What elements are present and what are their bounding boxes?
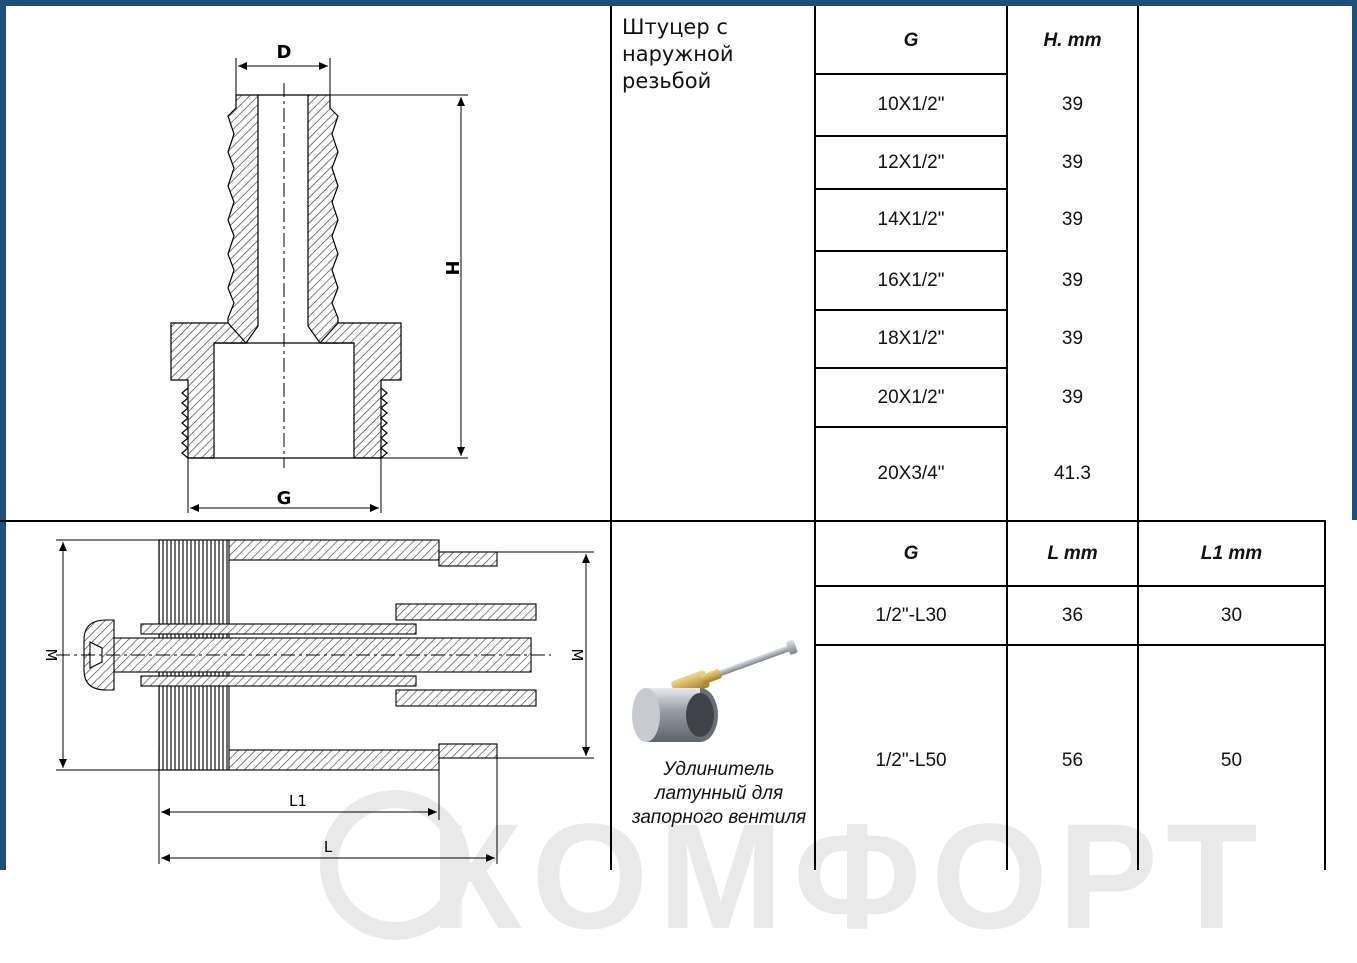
table2-cell: 30 — [1220, 604, 1243, 626]
dimension-label-l: L — [324, 838, 333, 856]
extension-drawing: M M L1 L — [42, 539, 594, 864]
table1-cell: 39 — [1061, 94, 1084, 115]
table1-cell: 39 — [1061, 386, 1084, 408]
table1-cell: 16X1/2" — [877, 269, 945, 291]
table1-cell: 39 — [1061, 269, 1084, 291]
table1-header-g: G — [903, 29, 919, 51]
table2-cell: 1/2"-L50 — [875, 750, 947, 771]
table1-header-h: H. mm — [1043, 29, 1102, 51]
dimension-label-d: D — [277, 42, 292, 63]
grid-line — [1324, 520, 1326, 870]
page-frame-top — [0, 0, 1357, 6]
table1-cell: 20X3/4" — [877, 463, 945, 484]
table2-cell: 1/2"-L30 — [875, 604, 947, 626]
table1-cell: 12X1/2" — [877, 151, 945, 173]
table2-header-l1: L1 mm — [1200, 542, 1263, 564]
table1-cell: 10X1/2" — [877, 94, 945, 115]
grid-line — [1006, 6, 1008, 870]
grid-line — [814, 367, 1007, 369]
dimension-label-m-right: M — [568, 649, 586, 662]
table1-cell: 20X1/2" — [877, 386, 945, 408]
page-frame-left — [0, 0, 6, 870]
table2-cell: 50 — [1220, 750, 1243, 771]
extension-product-image — [632, 639, 798, 742]
dimension-label-m-left: M — [42, 649, 60, 662]
table2-header-g: G — [903, 542, 919, 564]
table2-cell: 36 — [1061, 604, 1084, 626]
table1-cell: 14X1/2" — [877, 209, 945, 230]
dimension-label-h: H — [441, 260, 462, 275]
grid-line — [814, 309, 1007, 311]
dimension-label-l1: L1 — [289, 792, 307, 810]
table1-cell: 39 — [1061, 151, 1084, 173]
page-frame-right — [1352, 0, 1357, 520]
section-divider — [0, 520, 1325, 522]
grid-line — [814, 644, 1325, 646]
grid-line — [814, 426, 1007, 428]
grid-line — [610, 6, 612, 870]
grid-line — [814, 250, 1007, 252]
section1-title: Штуцер с наружной резьбой — [622, 15, 734, 93]
table2-cell: 56 — [1061, 750, 1084, 771]
table2-header-l: L mm — [1047, 542, 1098, 564]
fitting-drawing: D H G — [170, 42, 468, 513]
table1-cell: 18X1/2" — [877, 328, 945, 349]
table1-cell: 41.3 — [1054, 463, 1091, 484]
table1-cell: 39 — [1061, 328, 1084, 349]
table1-cell: 39 — [1061, 209, 1084, 230]
grid-line — [814, 73, 1007, 75]
grid-line — [814, 135, 1007, 137]
section2-title: Удлинитель латунный для запорного вентил… — [631, 759, 807, 828]
grid-line — [814, 188, 1007, 190]
grid-line — [1137, 6, 1139, 520]
grid-line — [814, 585, 1325, 587]
dimension-label-g: G — [277, 488, 292, 509]
grid-line — [1137, 520, 1139, 870]
grid-line — [814, 6, 816, 870]
